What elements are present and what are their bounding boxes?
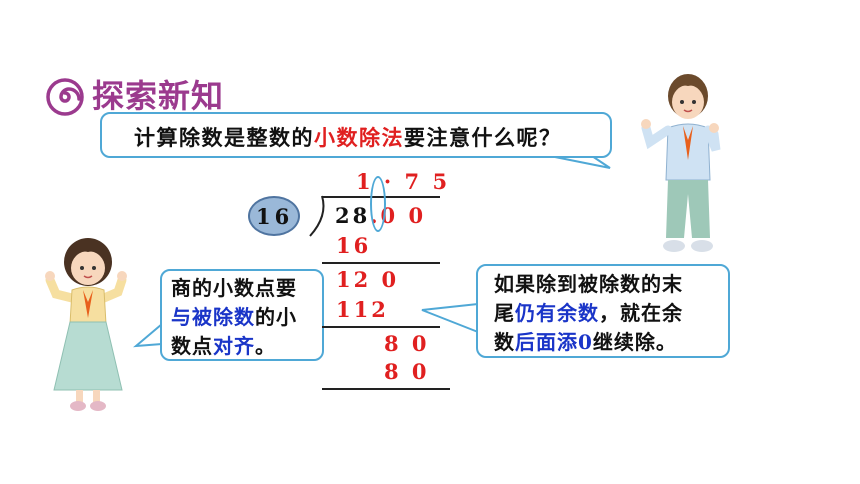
division-bracket bbox=[309, 195, 325, 237]
divisor-highlight bbox=[248, 196, 300, 236]
right-note-line-3: 数后面添0继续除。 bbox=[494, 330, 677, 354]
division-step-line-3 bbox=[322, 388, 450, 390]
left-note-line-2: 与被除数的小 bbox=[171, 305, 297, 329]
divisor: 16 bbox=[256, 204, 294, 229]
right-bubble-tail bbox=[421, 303, 479, 333]
division-step-4: 8 0 bbox=[384, 331, 430, 356]
question-bubble: 计算除数是整数的小数除法要注意什么呢？ bbox=[100, 112, 612, 158]
question-text: 计算除数是整数的小数除法要注意什么呢？ bbox=[134, 125, 562, 150]
division-step-2: 12 0 bbox=[336, 267, 400, 292]
division-step-1: 16 bbox=[336, 233, 372, 258]
division-step-line-1 bbox=[322, 262, 440, 264]
right-note-line-2: 尾仍有余数，就在余 bbox=[494, 301, 683, 325]
right-note-line-1: 如果除到被除数的末 bbox=[494, 272, 683, 296]
left-note-line-3: 数点对齐。 bbox=[171, 334, 276, 358]
left-note-bubble: 商的小数点要 与被除数的小 数点对齐。 bbox=[160, 269, 324, 361]
girl-illustration bbox=[45, 238, 127, 411]
left-bubble-tail bbox=[132, 323, 163, 348]
boy-illustration bbox=[641, 74, 721, 252]
division-step-3: 112 bbox=[336, 297, 389, 322]
section-title: 探索新知 bbox=[92, 77, 225, 115]
division-step-line-2 bbox=[322, 326, 440, 328]
spiral-icon bbox=[46, 78, 84, 116]
division-step-5: 8 0 bbox=[384, 359, 430, 384]
left-note-line-1: 商的小数点要 bbox=[171, 276, 297, 300]
decimal-point-alignment-oval bbox=[370, 176, 386, 232]
right-note-bubble: 如果除到被除数的末 尾仍有余数，就在余 数后面添0继续除。 bbox=[476, 264, 730, 358]
